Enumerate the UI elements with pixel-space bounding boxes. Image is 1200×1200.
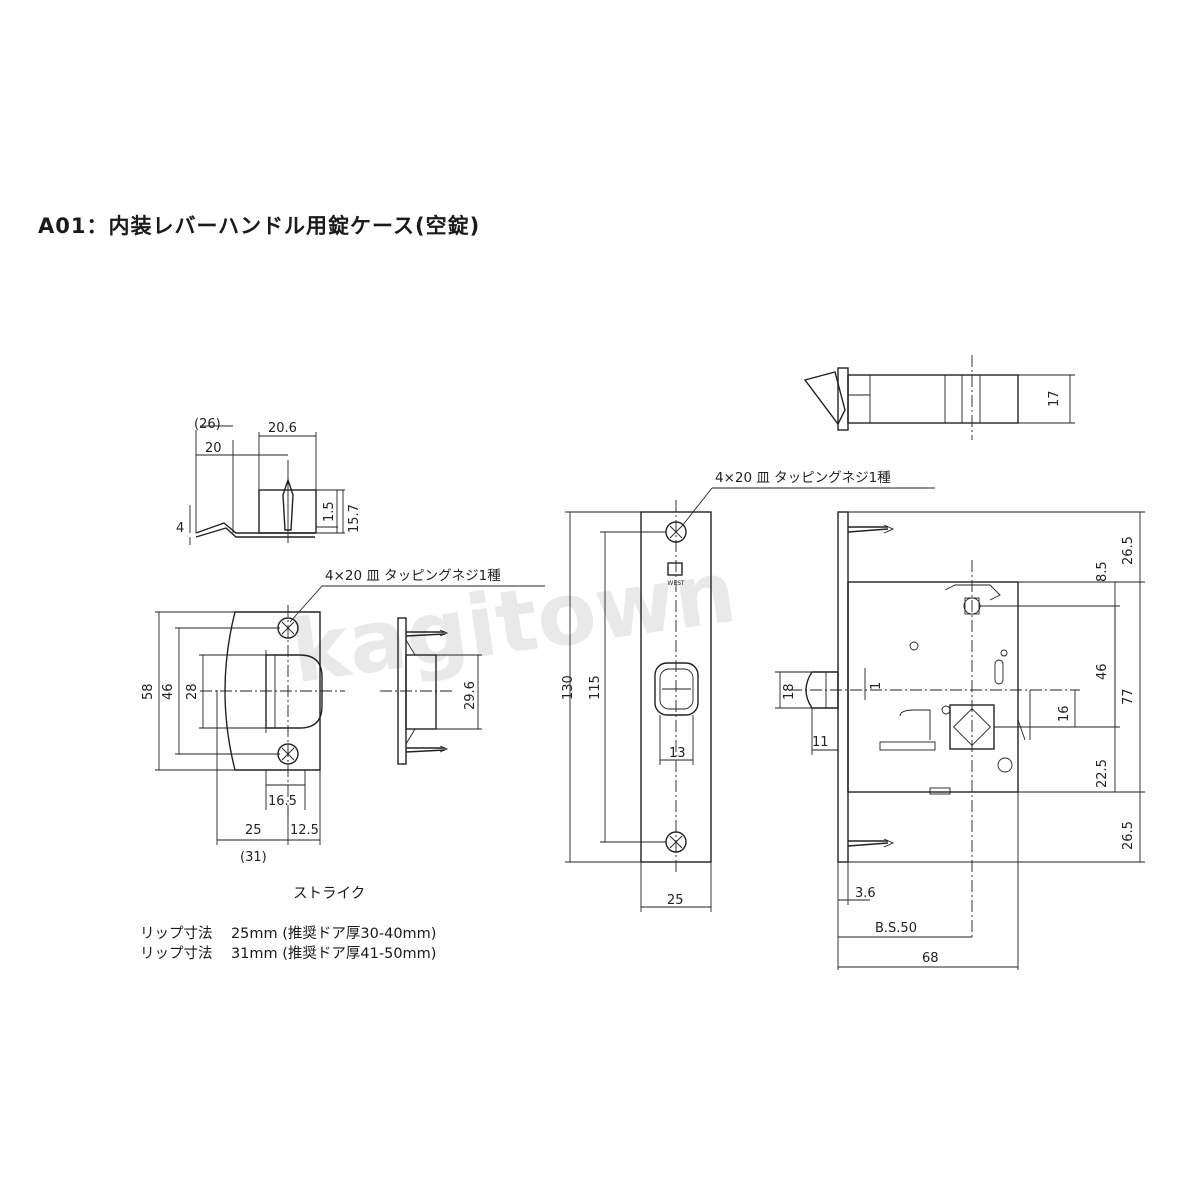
screw-note-strike: 4×20 皿 タッピングネジ1種	[325, 568, 501, 584]
page-title: A01：内装レバーハンドル用錠ケース(空錠)	[38, 214, 481, 238]
dim-31: (31)	[240, 850, 267, 865]
lip-spec-note: (推奨ドア厚30-40mm)	[282, 926, 437, 942]
strike-front-view: 58 46 28 16.5 25 12.5 (31)	[141, 605, 345, 865]
dim-4: 4	[176, 521, 184, 536]
screw-note-faceplate: 4×20 皿 タッピングネジ1種	[715, 470, 891, 486]
dim-20: 20	[205, 441, 222, 456]
lip-spec-31: リップ寸法 31mm (推奨ドア厚41-50mm)	[140, 942, 436, 963]
dim-15-7: 15.7	[347, 504, 362, 533]
lip-spec-size: 31mm	[230, 946, 278, 962]
dim-29-6: 29.6	[463, 681, 478, 710]
dim-46-case: 46	[1095, 663, 1110, 680]
lip-spec-note: (推奨ドア厚41-50mm)	[282, 946, 437, 962]
strike-screw-note: 4×20 皿 タッピングネジ1種	[289, 568, 545, 623]
dim-8-5: 8.5	[1095, 561, 1110, 582]
dim-1: 1	[869, 682, 884, 690]
dim-130: 130	[561, 675, 576, 700]
strike-top-view: (26) 20 20.6 4 1.5 15.7	[176, 417, 362, 545]
lip-spec-label: リップ寸法	[140, 946, 213, 962]
dim-68: 68	[922, 951, 939, 966]
dim-26-5-bottom: 26.5	[1121, 821, 1136, 850]
brand-logo: WEST	[667, 580, 685, 587]
dim-25-strike: 25	[245, 823, 262, 838]
dim-12-5: 12.5	[290, 823, 319, 838]
dim-46: 46	[161, 683, 176, 700]
dim-16-5: 16.5	[268, 794, 297, 809]
case-side-view: 26.5 8.5 46 77 16 22.5 26.5 18 11 1 3.6 …	[775, 511, 1145, 970]
dim-1-5: 1.5	[322, 501, 337, 522]
dim-11: 11	[812, 735, 829, 750]
dim-28: 28	[185, 683, 200, 700]
dim-16: 16	[1057, 705, 1072, 722]
dim-13: 13	[669, 746, 686, 761]
lip-spec-25: リップ寸法 25mm (推奨ドア厚30-40mm)	[140, 922, 436, 943]
dim-25-faceplate: 25	[667, 893, 684, 908]
dim-26: (26)	[194, 417, 221, 432]
lip-spec-size: 25mm	[230, 926, 278, 942]
dim-17: 17	[1047, 390, 1062, 407]
dim-22-5: 22.5	[1095, 759, 1110, 788]
dim-3-6: 3.6	[855, 886, 876, 901]
strike-caption: ストライク	[293, 886, 366, 902]
dim-115: 115	[588, 675, 603, 700]
strike-side-view: 29.6	[380, 617, 482, 765]
dim-18: 18	[782, 683, 797, 700]
dim-77: 77	[1121, 688, 1136, 705]
case-top-view: 17	[803, 355, 1075, 440]
dim-20-6: 20.6	[268, 421, 297, 436]
dim-26-5-top: 26.5	[1121, 536, 1136, 565]
lip-spec-label: リップ寸法	[140, 926, 213, 942]
dim-58: 58	[141, 683, 156, 700]
dim-bs-50: B.S.50	[875, 921, 917, 936]
faceplate-view: WEST 130 115 13 25 4×20 皿 タッピングネジ1種	[561, 470, 935, 912]
watermark: kagitown	[285, 542, 742, 703]
